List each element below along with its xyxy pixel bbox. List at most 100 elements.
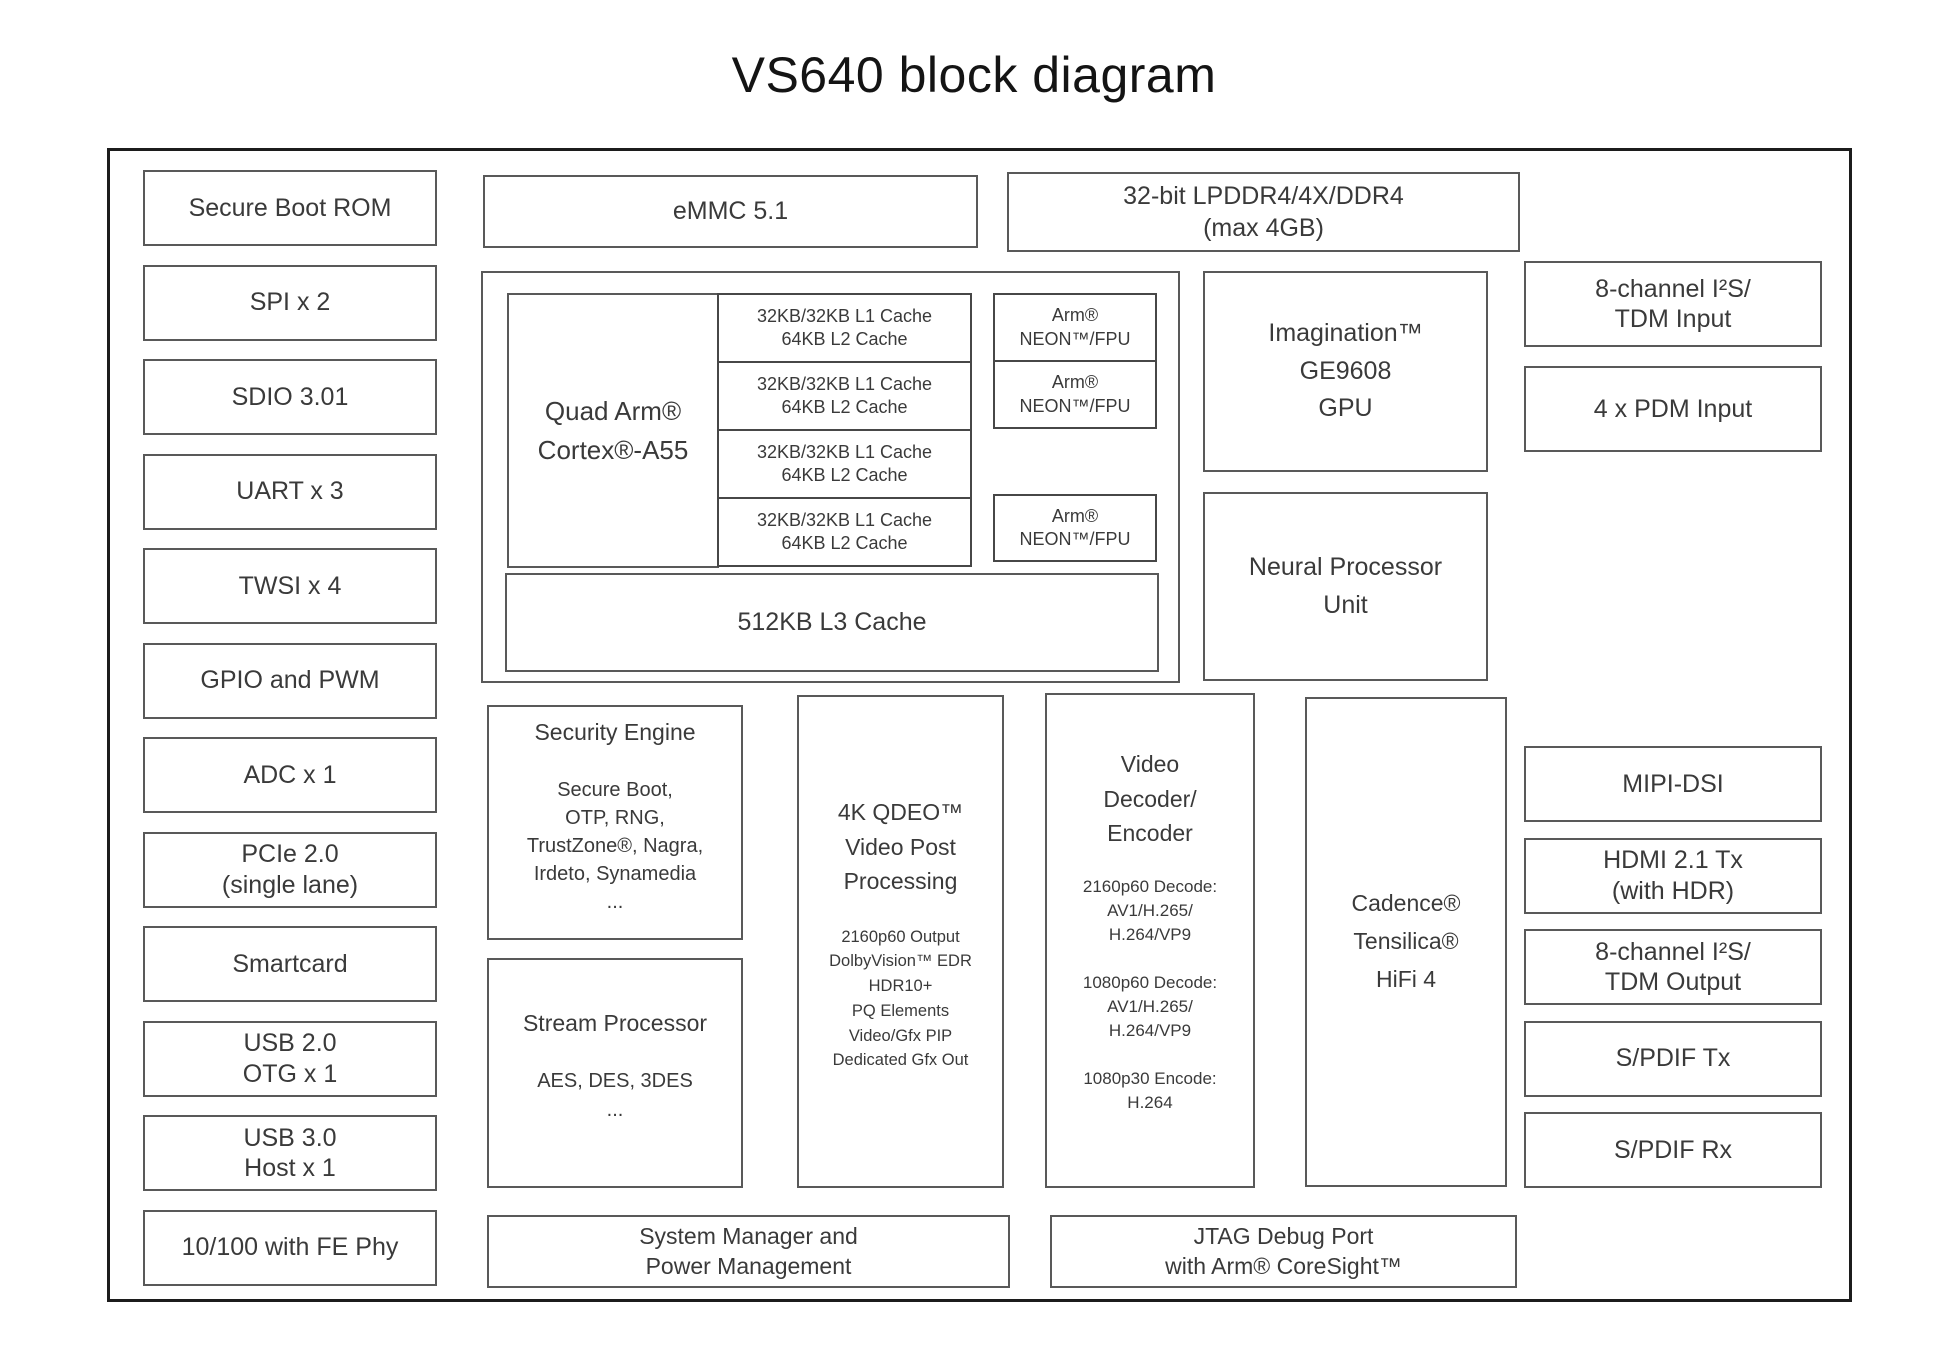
text-line: (single lane): [221, 870, 359, 899]
block-body: Secure Boot,OTP, RNG,TrustZone®, Nagra,I…: [527, 776, 703, 916]
text-line: 32KB/32KB L1 Cache: [756, 305, 933, 326]
text-line: S/PDIF Tx: [1615, 1044, 1731, 1073]
text-line: GE9608: [1299, 356, 1392, 385]
block-spdif-rx: S/PDIF Rx: [1524, 1112, 1822, 1188]
text-line: 64KB L2 Cache: [781, 533, 908, 553]
text-line: Unit: [1323, 590, 1368, 619]
text-line: USB 3.0: [243, 1123, 337, 1152]
text-line: 1080p30 Encode:: [1083, 1069, 1217, 1089]
text-line: HiFi 4: [1375, 965, 1437, 992]
block-spi: SPI x 2: [143, 264, 437, 341]
text-line: ...: [606, 891, 624, 913]
text-line: GPIO and PWM: [200, 666, 380, 695]
codec-spec-group: 1080p60 Decode: AV1/H.265/H.264/VP9: [1083, 971, 1217, 1043]
codec-spec-group: 1080p30 Encode: H.264: [1083, 1067, 1216, 1115]
page-title: VS640 block diagram: [731, 47, 1217, 103]
text-line: Dedicated Gfx Out: [832, 1051, 969, 1070]
text-line: SDIO 3.01: [231, 382, 349, 411]
text-line: 64KB L2 Cache: [781, 329, 908, 349]
text-line: JTAG Debug Port: [1193, 1222, 1374, 1249]
text-line: 2160p60 Decode:: [1082, 876, 1218, 896]
text-line: Quad Arm®: [544, 395, 682, 426]
text-line: NEON™/FPU: [1019, 529, 1131, 549]
text-line: H.264/VP9: [1108, 1021, 1192, 1041]
text-line: 2160p60 Output: [841, 927, 960, 946]
text-line: 8-channel I²S/: [1595, 274, 1751, 303]
text-line: (with HDR): [1611, 876, 1735, 905]
text-line: Cortex®-A55: [537, 434, 689, 465]
text-line: Secure Boot,: [557, 779, 673, 801]
block-audio-dsp: Cadence® Tensilica® HiFi 4: [1305, 697, 1507, 1187]
text-line: Video Post: [845, 833, 956, 860]
text-line: TrustZone®, Nagra,: [526, 835, 704, 857]
text-line: Processing: [843, 868, 958, 894]
block-uart: UART x 3: [143, 453, 437, 530]
text-line: Encoder: [1107, 820, 1193, 846]
text-line: 10/100 with FE Phy: [181, 1233, 399, 1262]
block-hdmi-tx: HDMI 2.1 Tx(with HDR): [1524, 837, 1822, 914]
block-ethernet: 10/100 with FE Phy: [143, 1209, 437, 1286]
block-security-engine: Security Engine Secure Boot,OTP, RNG,Tru…: [487, 705, 743, 940]
text-line: ...: [606, 1099, 624, 1121]
block-i2s-tdm-input: 8-channel I²S/TDM Input: [1524, 261, 1822, 347]
text-line: S/PDIF Rx: [1613, 1135, 1733, 1164]
block-neon-fpu-2: Arm®NEON™/FPU: [993, 360, 1157, 429]
text-line: 4K QDEO™: [837, 799, 964, 825]
text-line: GPU: [1318, 394, 1373, 423]
text-line: Secure Boot ROM: [188, 193, 392, 222]
text-line: 64KB L2 Cache: [781, 465, 908, 485]
text-line: Arm®: [1051, 505, 1099, 526]
block-i2s-tdm-output: 8-channel I²S/TDM Output: [1524, 929, 1822, 1005]
text-line: ADC x 1: [243, 760, 337, 789]
text-line: 32KB/32KB L1 Cache: [756, 373, 933, 394]
text-line: TDM Input: [1614, 305, 1732, 333]
text-line: Video: [1120, 751, 1180, 777]
text-line: H.264: [1127, 1093, 1173, 1113]
text-line: DolbyVision™ EDR: [829, 952, 972, 971]
codec-spec-group: 2160p60 Decode: AV1/H.265/H.264/VP9: [1083, 875, 1217, 947]
text-line: SPI x 2: [249, 288, 331, 317]
block-pdm-input: 4 x PDM Input: [1524, 366, 1822, 452]
block-body: AES, DES, 3DES...: [537, 1067, 693, 1125]
text-line: PCIe 2.0: [241, 840, 339, 868]
text-line: TWSI x 4: [238, 571, 342, 600]
block-secure-boot-rom: Secure Boot ROM: [143, 170, 437, 246]
text-line: UART x 3: [236, 477, 344, 506]
block-adc: ADC x 1: [143, 737, 437, 813]
text-line: H.264/VP9: [1108, 924, 1192, 944]
text-line: Decoder/: [1103, 785, 1197, 812]
text-line: AV1/H.265/: [1107, 900, 1193, 920]
text-line: Video/Gfx PIP: [848, 1026, 953, 1045]
text-line: System Manager and: [639, 1222, 858, 1249]
text-line: AES, DES, 3DES: [537, 1070, 693, 1092]
block-l3-cache: 512KB L3 Cache: [505, 573, 1159, 672]
block-spdif-tx: S/PDIF Tx: [1524, 1020, 1822, 1097]
block-title: Security Engine: [534, 719, 696, 745]
text-line: Arm®: [1051, 372, 1099, 393]
text-line: Imagination™: [1268, 319, 1423, 348]
block-gpio-pwm: GPIO and PWM: [143, 642, 437, 719]
text-line: USB 2.0: [243, 1029, 337, 1057]
text-line: MIPI-DSI: [1622, 769, 1724, 798]
text-line: Host x 1: [244, 1154, 336, 1182]
block-emmc: eMMC 5.1: [483, 175, 978, 248]
block-neon-fpu-1: Arm®NEON™/FPU: [993, 293, 1157, 362]
text-line: Cadence®: [1351, 890, 1461, 917]
text-line: Irdeto, Synamedia: [533, 863, 697, 885]
text-line: Arm®: [1051, 305, 1099, 326]
text-line: Tensilica®: [1353, 928, 1459, 955]
block-smartcard: Smartcard: [143, 926, 437, 1002]
text-line: AV1/H.265/: [1107, 997, 1193, 1016]
text-line: NEON™/FPU: [1019, 395, 1131, 416]
text-line: 1080p60 Decode:: [1082, 972, 1218, 992]
audio-input-column: 8-channel I²S/TDM Input 4 x PDM Input: [1524, 261, 1822, 452]
block-twsi: TWSI x 4: [143, 548, 437, 624]
